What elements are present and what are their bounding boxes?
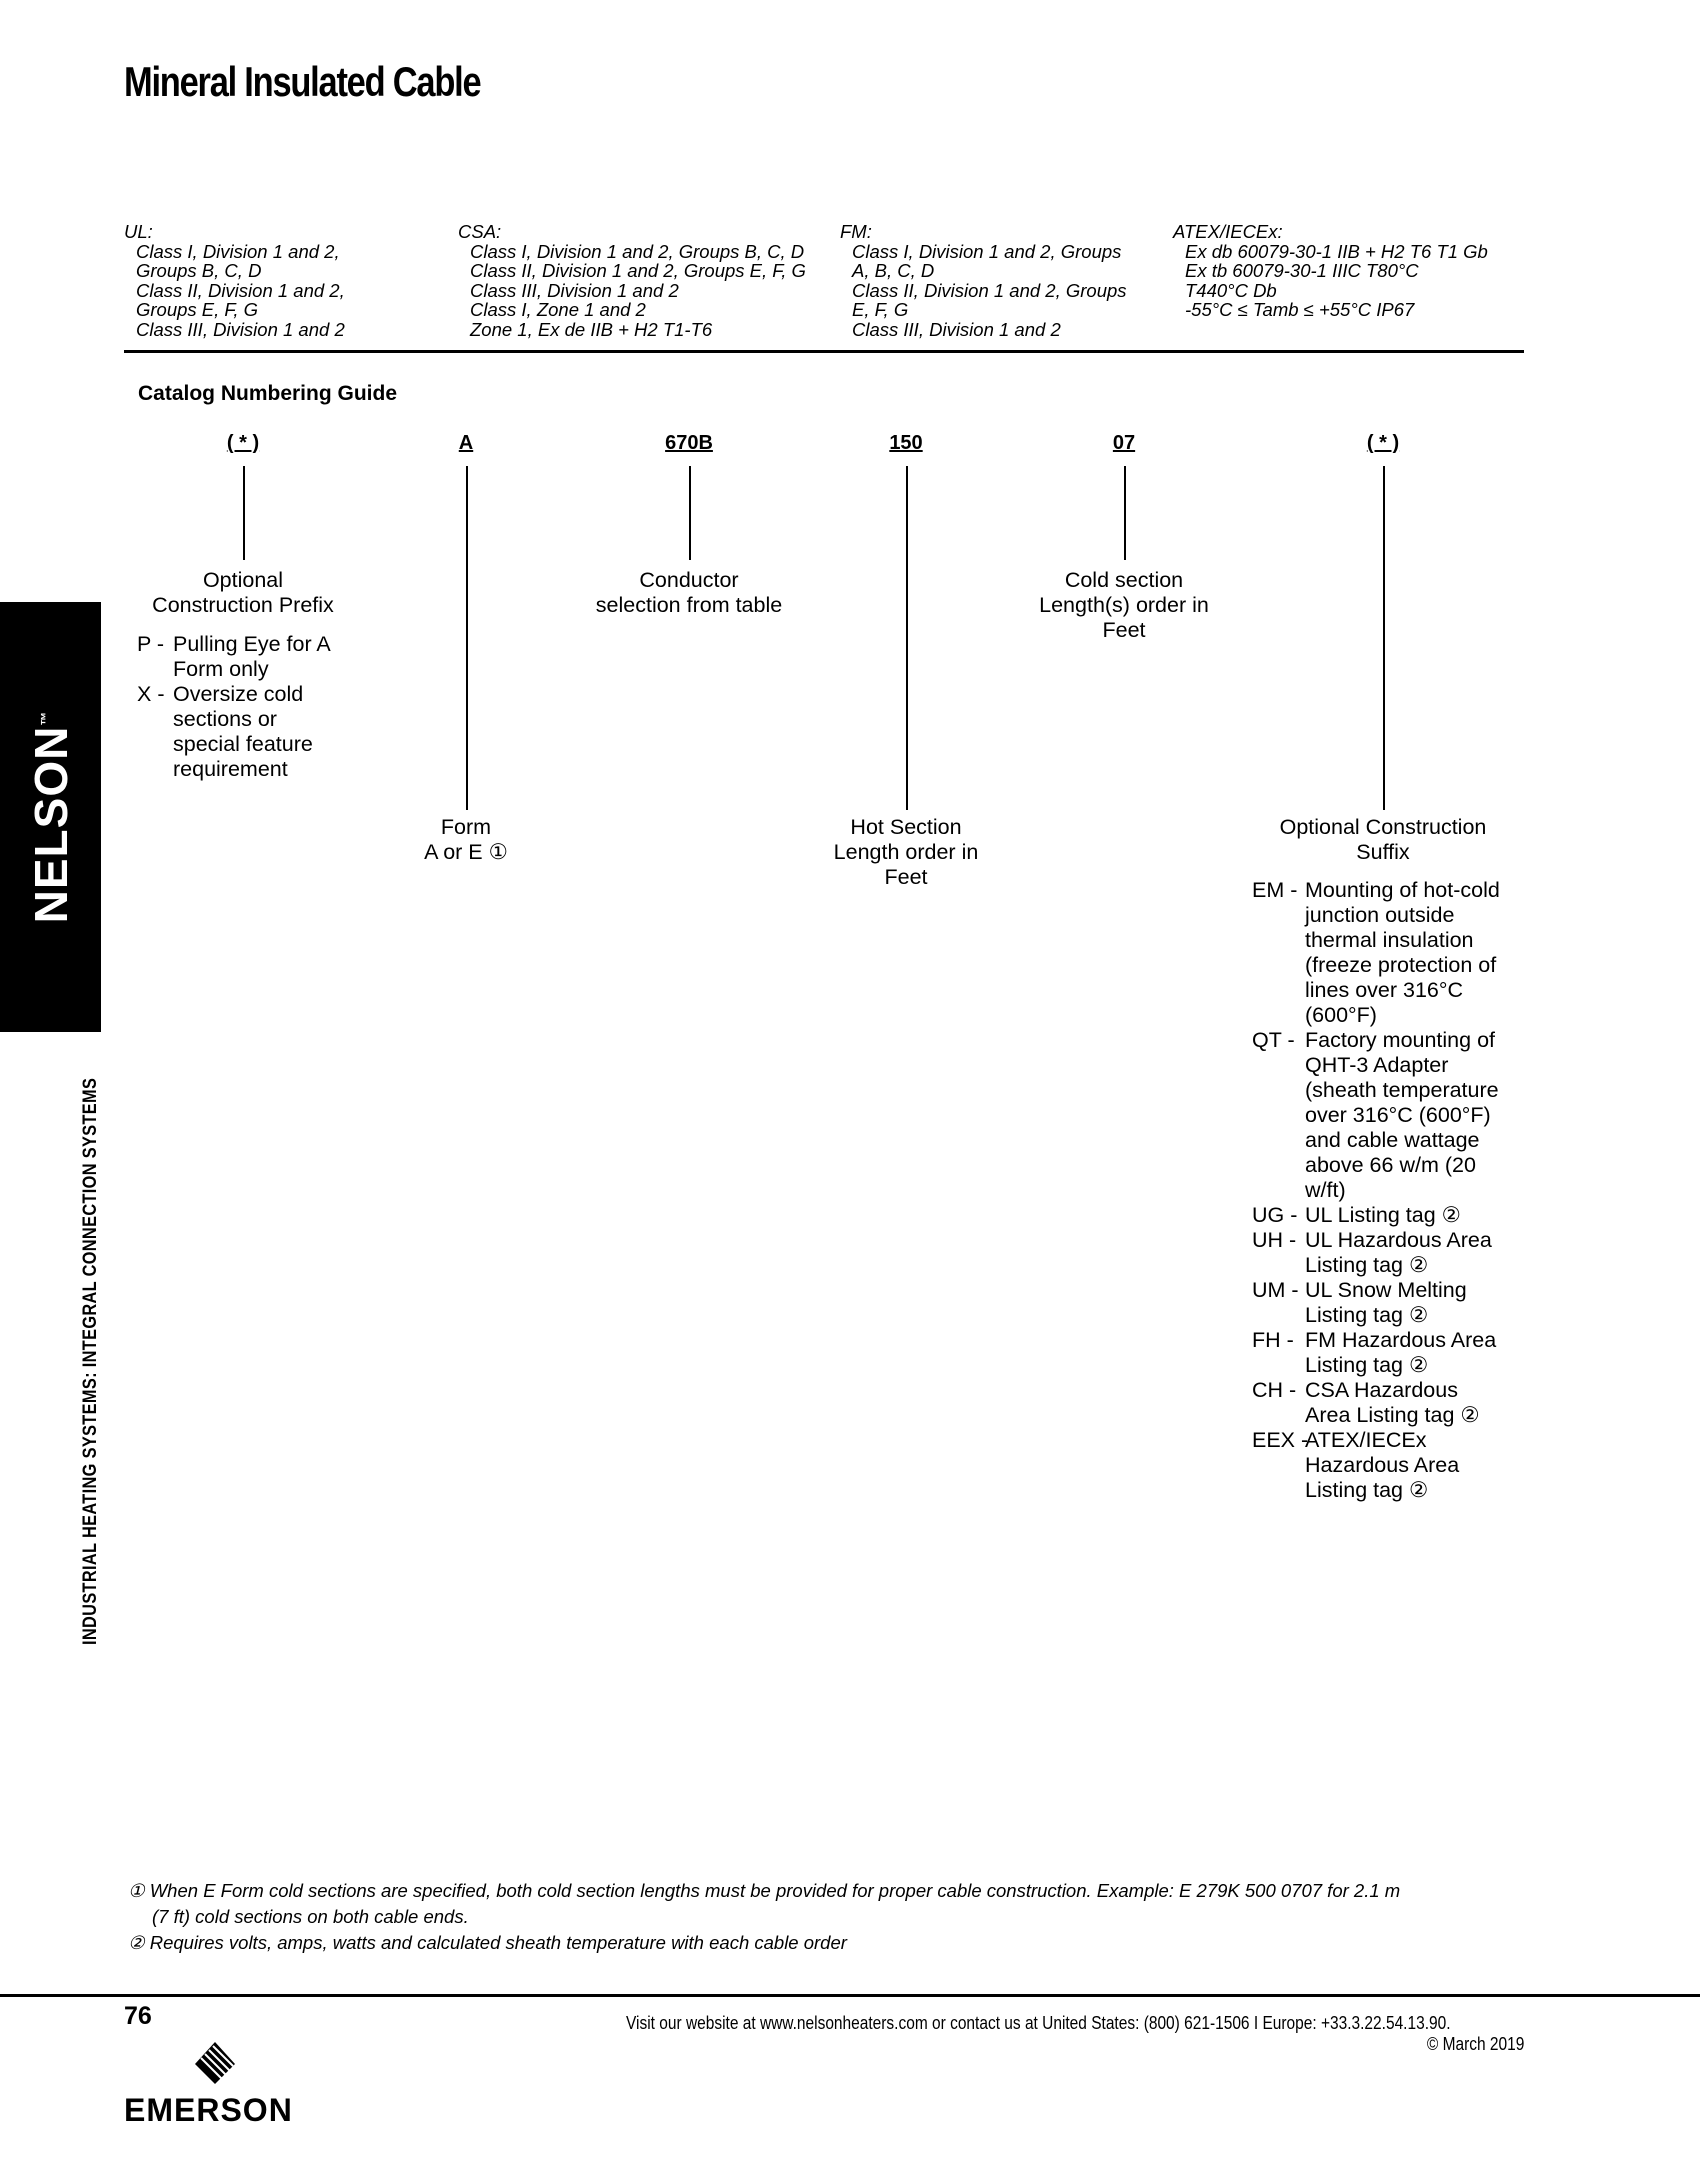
- option-text: Pulling Eye for A Form only: [173, 632, 330, 681]
- cert-csa: CSA: Class I, Division 1 and 2, Groups B…: [458, 222, 806, 339]
- prefix-options: P - Pulling Eye for A Form only X - Over…: [137, 632, 377, 782]
- cert-heading: ATEX/IECEx:: [1173, 221, 1283, 242]
- option-text: Oversize cold sections or special featur…: [173, 682, 313, 781]
- list-item: EEX - ATEX/IECEx Hazardous Area Listing …: [1252, 1428, 1532, 1503]
- option-code: P -: [137, 632, 165, 656]
- option-code: CH -: [1252, 1378, 1297, 1402]
- list-item: CH - CSA Hazardous Area Listing tag ②: [1252, 1378, 1532, 1428]
- copyright: © March 2019: [1426, 2034, 1524, 2054]
- cert-atex: ATEX/IECEx: Ex db 60079-30-1 IIB + H2 T6…: [1173, 222, 1488, 320]
- code-cold-section: 07: [1112, 432, 1136, 454]
- suffix-label: Optional Construction Suffix: [1279, 815, 1487, 864]
- option-code: FH -: [1252, 1328, 1294, 1352]
- prefix-label: Optional Construction Prefix: [152, 568, 334, 617]
- option-text: FM Hazardous Area Listing tag ②: [1305, 1328, 1497, 1377]
- option-text: UL Hazardous Area Listing tag ②: [1305, 1228, 1492, 1277]
- emerson-wordmark: EMERSON: [124, 2092, 293, 2128]
- connector-line: [689, 466, 691, 560]
- option-code: UM -: [1252, 1278, 1299, 1302]
- code-hot-section: 150: [889, 432, 923, 454]
- emerson-logo-icon: [195, 2042, 235, 2084]
- footer-rule: [0, 1994, 1700, 1997]
- page-title: Mineral Insulated Cable: [124, 58, 482, 105]
- cert-line: Class II, Division 1 and 2, Groups E, F,…: [470, 260, 806, 281]
- header-rule: [124, 350, 1524, 353]
- cert-line: Class II, Division 1 and 2,: [136, 279, 345, 301]
- conductor-label: Conductor selection from table: [595, 568, 783, 617]
- cert-line: A, B, C, D: [852, 260, 935, 281]
- list-item: EM - Mounting of hot-cold junction outsi…: [1252, 878, 1532, 1028]
- option-text: UL Snow Melting Listing tag ②: [1305, 1278, 1467, 1327]
- page-number: 76: [124, 2002, 152, 2030]
- option-code: EM -: [1252, 878, 1298, 902]
- contact-info: Visit our website at www.nelsonheaters.c…: [626, 2013, 1451, 2033]
- cert-heading: CSA:: [458, 221, 502, 242]
- cert-ul: UL: Class I, Division 1 and 2, Groups B,…: [124, 222, 345, 339]
- cert-line: T440°C Db: [1185, 279, 1277, 301]
- cert-line: Ex tb 60079-30-1 IIIC T80°C: [1185, 260, 1419, 281]
- cert-line: E, F, G: [852, 299, 909, 320]
- code-prefix: ( * ): [226, 432, 260, 454]
- code-form: A: [458, 432, 474, 454]
- list-item: UH - UL Hazardous Area Listing tag ②: [1252, 1228, 1532, 1278]
- cert-line: Zone 1, Ex de IIB + H2 T1-T6: [470, 318, 713, 340]
- option-code: UG -: [1252, 1203, 1298, 1227]
- guide-title: Catalog Numbering Guide: [138, 382, 398, 405]
- cert-heading: UL:: [124, 221, 153, 242]
- cert-line: Class I, Zone 1 and 2: [470, 299, 646, 320]
- form-label: Form A or E ①: [424, 815, 508, 864]
- option-text: ATEX/IECEx Hazardous Area Listing tag ②: [1305, 1428, 1460, 1502]
- option-code: X -: [137, 682, 165, 706]
- cert-line: Class III, Division 1 and 2: [136, 318, 345, 340]
- option-text: UL Listing tag ②: [1305, 1203, 1461, 1227]
- list-item: UM - UL Snow Melting Listing tag ②: [1252, 1278, 1532, 1328]
- brand-name: NELSON: [24, 725, 77, 924]
- code-suffix: ( * ): [1366, 432, 1400, 454]
- cert-line: Ex db 60079-30-1 IIB + H2 T6 T1 Gb: [1185, 240, 1488, 262]
- cold-section-label: Cold section Length(s) order in Feet: [1039, 568, 1209, 642]
- brand-sidebar: [0, 602, 101, 1032]
- option-code: EEX -: [1252, 1428, 1309, 1452]
- section-sidebar-label: INDUSTRIAL HEATING SYSTEMS: INTEGRAL CON…: [80, 985, 102, 1645]
- cert-heading: FM:: [840, 221, 872, 242]
- suffix-options: EM - Mounting of hot-cold junction outsi…: [1252, 878, 1532, 1503]
- option-code: QT -: [1252, 1028, 1295, 1052]
- nelson-logo: NELSON™: [0, 602, 101, 1032]
- list-item: FH - FM Hazardous Area Listing tag ②: [1252, 1328, 1532, 1378]
- cert-fm: FM: Class I, Division 1 and 2, Groups A,…: [840, 222, 1127, 339]
- hot-section-label: Hot Section Length order in Feet: [833, 815, 979, 889]
- connector-line: [1124, 466, 1126, 560]
- list-item: QT - Factory mounting of QHT-3 Adapter (…: [1252, 1028, 1532, 1203]
- connector-line: [1383, 466, 1385, 810]
- code-conductor: 670B: [665, 432, 713, 454]
- trademark-mark: ™: [37, 710, 54, 726]
- option-text: CSA Hazardous Area Listing tag ②: [1305, 1378, 1480, 1427]
- option-text: Mounting of hot-cold junction outside th…: [1305, 878, 1500, 1027]
- cert-line: Class II, Division 1 and 2, Groups: [852, 279, 1127, 301]
- cert-line: Groups E, F, G: [136, 299, 259, 320]
- cert-line: Class I, Division 1 and 2,: [136, 240, 340, 262]
- cert-line: Groups B, C, D: [136, 260, 262, 281]
- connector-line: [243, 466, 245, 560]
- option-text: Factory mounting of QHT-3 Adapter (sheat…: [1305, 1028, 1499, 1202]
- option-code: UH -: [1252, 1228, 1297, 1252]
- cert-line: Class I, Division 1 and 2, Groups: [852, 240, 1122, 262]
- section-name: INDUSTRIAL HEATING SYSTEMS: INTEGRAL CON…: [80, 1077, 101, 1645]
- cert-line: Class III, Division 1 and 2: [852, 318, 1061, 340]
- footnote-1: ① When E Form cold sections are specifie…: [128, 1880, 1401, 1901]
- list-item: X - Oversize cold sections or special fe…: [137, 682, 377, 782]
- connector-line: [906, 466, 908, 810]
- footnote-1-cont: (7 ft) cold sections on both cable ends.: [152, 1906, 469, 1927]
- cert-line: Class III, Division 1 and 2: [470, 279, 679, 301]
- list-item: P - Pulling Eye for A Form only: [137, 632, 377, 682]
- connector-line: [466, 466, 468, 810]
- list-item: UG - UL Listing tag ②: [1252, 1203, 1532, 1228]
- cert-line: Class I, Division 1 and 2, Groups B, C, …: [470, 240, 805, 262]
- footnote-2: ② Requires volts, amps, watts and calcul…: [128, 1932, 847, 1953]
- cert-line: -55°C ≤ Tamb ≤ +55°C IP67: [1185, 299, 1415, 320]
